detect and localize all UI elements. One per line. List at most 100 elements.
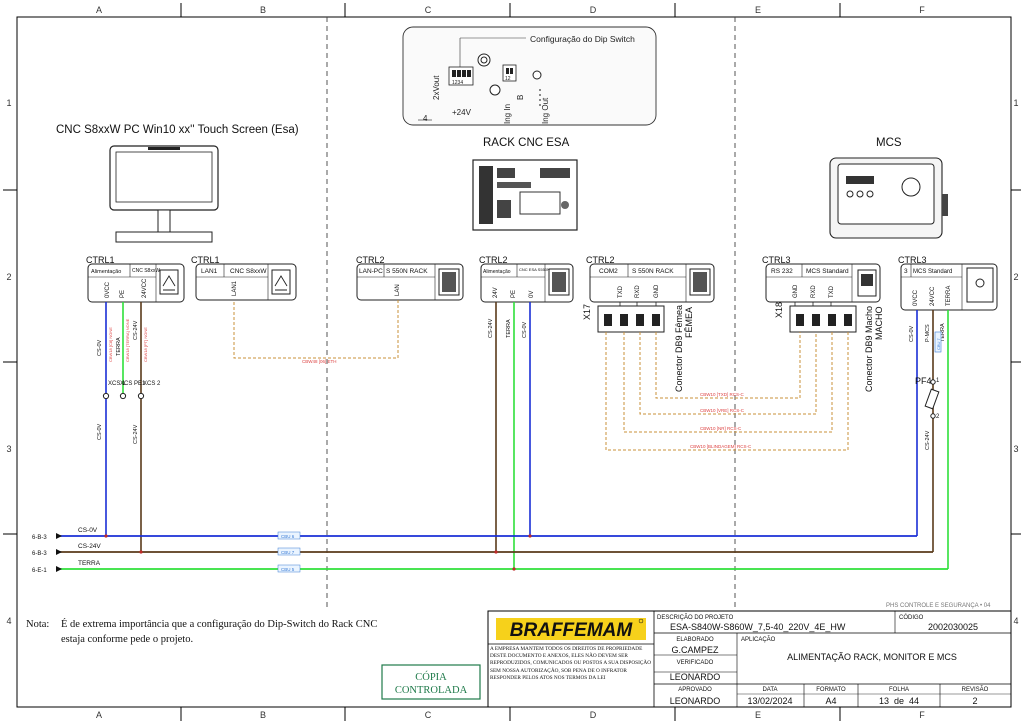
- aprovado-value: LEONARDO: [670, 696, 721, 706]
- mcs-cable-tag: CBU 7: [934, 331, 942, 353]
- note-line1: É de extrema importância que a configura…: [61, 618, 377, 630]
- rack-wire-labels: CS-24V TERRA CS-0V: [488, 318, 528, 338]
- gnd-cable-label: CBW10 [NR] RCS-C: [700, 426, 742, 431]
- block7-h1: 3: [904, 268, 908, 275]
- mcs-title: MCS: [876, 137, 902, 149]
- block6-h2: MCS Standard: [806, 268, 849, 275]
- xcs-terminals: XCS 1 XCS PE1 XCS 2: [102, 381, 161, 400]
- shield-cable-label: CBW10 [BLINDAGEM] RCS-C: [690, 444, 752, 449]
- bus-cs0v-label: CS-0V: [78, 527, 98, 534]
- pf4-label: PF4: [915, 376, 932, 386]
- txd-cable-label: CBW10 [TXD] RCS-C: [700, 392, 745, 397]
- rack-wire-terra: TERRA: [506, 319, 512, 338]
- pc-title: CNC S8xxW PC Win10 xx'' Touch Screen (Es…: [56, 124, 299, 136]
- row-labels: 1 2 3 4 1 2 3 4: [6, 98, 1018, 626]
- block3-name: CTRL2: [356, 255, 385, 265]
- mcs-wire-cs0v: CS-0V: [909, 325, 915, 342]
- stamp-line2: CONTROLADA: [395, 685, 468, 696]
- block-ctrl1-lan: CTRL1 LAN1 CNC S8xxW LAN1: [191, 255, 297, 301]
- bus-junctions: [104, 534, 532, 571]
- block-ctrl3-rs232: CTRL3 RS 232 MCS Standard GND RXD TXD: [762, 255, 881, 303]
- com-to-db9-wires: [619, 302, 832, 306]
- block5-h2: S 550N RACK: [632, 268, 674, 275]
- verificado-value: LEONARDO: [670, 672, 721, 682]
- pc-cable-w3: CBW18 [PT] NONE: [143, 327, 148, 362]
- col-f-bottom: F: [919, 710, 925, 720]
- controlled-copy-stamp: CÓPIA CONTROLADA: [381, 664, 481, 700]
- aplicacao-label: APLICAÇÃO: [741, 636, 776, 643]
- column-labels: A B C D E F A B C D E F: [96, 5, 925, 720]
- x17-label: X17: [582, 304, 592, 320]
- block6-h1: RS 232: [771, 268, 793, 275]
- dip-pos-1234: 1234: [452, 80, 463, 86]
- aplicacao-value: ALIMENTAÇÃO RACK, MONITOR E MCS: [787, 652, 957, 662]
- row-3: 3: [6, 444, 11, 454]
- dip-switch-title: Configuração do Dip Switch: [530, 34, 635, 44]
- rs232-cable-labels: CBW10 [TXD] RCS-C CBW10 [VRE] RCS-C CBW1…: [690, 392, 752, 449]
- block1-h2: CNC S8xxW: [132, 268, 160, 274]
- company-logo: BRAFFEMAM: [496, 618, 646, 641]
- bus-cs0v-tag: CBU 6: [281, 534, 295, 539]
- block6-pin-rxd: RXD: [811, 285, 817, 298]
- block7-pin-24vcc: 24VCC: [930, 286, 936, 306]
- block6-name: CTRL3: [762, 255, 791, 265]
- block1-pin-0vcc: 0VCC: [105, 281, 111, 298]
- mcs-cable-tag-text: CBU 7: [936, 337, 941, 350]
- block5-pin-txd: TXD: [618, 285, 624, 298]
- logo-text: BRAFFEMAM: [510, 620, 634, 641]
- code-value: 2002030025: [928, 622, 978, 632]
- pf4-fuse: PF4 1 2: [915, 376, 940, 420]
- block2-h2: CNC S8xxW: [230, 268, 267, 275]
- rxd-cable-label: CBW10 [VRE] RCS-C: [700, 408, 745, 413]
- block-ctrl2-lan: CTRL2 LAN-PC S 550N RACK LAN: [356, 255, 464, 301]
- bus-cs0v: 6-B-3 CS-0V CBU 6: [32, 527, 917, 541]
- block-ctrl2-com2: CTRL2 COM2 S 550N RACK TXD RXD GND: [586, 255, 715, 303]
- block-ctrl3-power: CTRL3 3 MCS Standard 0VCC 24VCC TERRA: [898, 255, 998, 311]
- pc-cable-w2: CBW18 [TERRA] NONE: [125, 318, 130, 362]
- pc-cable-w1: CBW18 [C8] NONE: [108, 327, 113, 362]
- col-a-bottom: A: [96, 710, 102, 720]
- block7-h2: MCS Standard: [913, 269, 952, 275]
- aprovado-label: APROVADO: [678, 687, 712, 693]
- note: Nota: É de extrema importância que a con…: [26, 618, 377, 645]
- col-e-bottom: E: [755, 710, 761, 720]
- block6-pin-gnd: GND: [793, 284, 799, 298]
- col-c: C: [425, 5, 432, 15]
- bus-cs24v-ref: 6-B-3: [32, 551, 47, 557]
- block5-name: CTRL2: [586, 255, 615, 265]
- block5-h1: COM2: [599, 268, 618, 275]
- row-1-right: 1: [1013, 98, 1018, 108]
- pc-wire-labels: CS-0V TERRA CS-24V CS-0V CS-24V: [97, 320, 139, 444]
- eth-cable-label: CBW48 [06] ETH: [302, 359, 337, 364]
- block2-name: CTRL1: [191, 255, 220, 265]
- col-c-bottom: C: [425, 710, 432, 720]
- dip-label-4: 4: [423, 114, 428, 123]
- top-right-caption: PHS CONTROLE E SEGURANÇA • 04: [886, 603, 991, 609]
- mcs-icon: [829, 157, 948, 239]
- disclaimer-box: A EMPRESA MANTÉM TODOS OS DIREITOS DE PR…: [490, 646, 652, 681]
- block1-h1: Alimentação: [91, 269, 121, 275]
- rack-wire-cs24v: CS-24V: [488, 318, 494, 338]
- bus-cs24v: 6-B-3 CS-24V CBU 7: [32, 543, 933, 557]
- pc-power-wires: [105, 302, 142, 552]
- col-d: D: [590, 5, 597, 15]
- disclaimer-text: A EMPRESA MANTÉM TODOS OS DIREITOS DE PR…: [490, 646, 652, 681]
- note-label: Nota:: [26, 619, 49, 630]
- monitor-icon: [109, 145, 219, 243]
- row-2-right: 2: [1013, 272, 1018, 282]
- desc-value: ESA-S840W-S860W_7,5-40_220V_4E_HW: [670, 622, 846, 632]
- data-value: 13/02/2024: [747, 696, 792, 706]
- block4-h2: CNC ESA S550N RACK: [519, 267, 562, 272]
- eth-cable: CBW48 [06] ETH: [233, 300, 399, 364]
- db9-x18-connector: X18 Conector DB9 Macho MACHO: [774, 302, 884, 392]
- block4-pin-pe: PE: [511, 290, 517, 298]
- block3-pin-lan: LAN: [395, 284, 401, 296]
- dip-switch-panel: Configuração do Dip Switch 1234 12 2xVou…: [402, 26, 657, 126]
- pf4-pin1: 1: [936, 378, 940, 384]
- block1-pin-24vcc: 24VCC: [142, 278, 148, 298]
- block7-name: CTRL3: [898, 255, 927, 265]
- pc-cable-labels: CBW18 [C8] NONE CBW18 [TERRA] NONE CBW18…: [108, 318, 148, 362]
- data-label: DATA: [762, 687, 777, 693]
- stamp-line1: CÓPIA: [415, 671, 447, 683]
